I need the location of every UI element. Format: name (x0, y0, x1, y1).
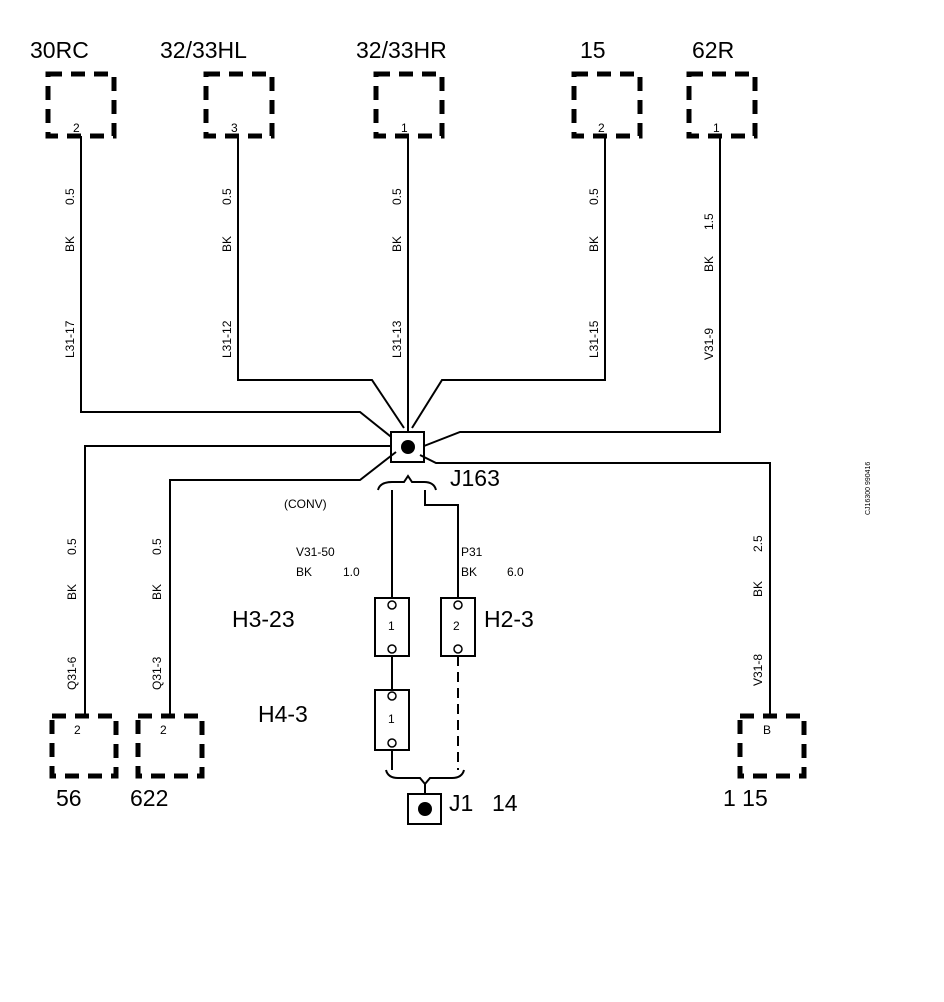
wire-size: 0.5 (150, 538, 164, 555)
connector-1-15: B 1 15 (723, 713, 807, 811)
wire-size: 1.5 (702, 213, 716, 230)
wire-color: BK (65, 584, 79, 600)
connector-label: 15 (580, 37, 606, 63)
drawing-code: CJ16300 990416 (865, 462, 872, 515)
connector-label: 1 15 (723, 785, 768, 811)
top-wire-labels: 0.5 BK L31-17 0.5 BK L31-12 0.5 BK L31-1… (63, 188, 716, 360)
wire-circuit: P31 (461, 545, 483, 559)
connector-62r: 62R 1 (686, 37, 758, 139)
wire-size: 1.0 (343, 565, 360, 579)
connector-label: 30RC (30, 37, 89, 63)
connector-622: 2 622 (130, 713, 205, 811)
wire-circuit: V31-9 (702, 328, 716, 360)
fuse-pin: 1 (388, 619, 395, 633)
wire-size: 6.0 (507, 565, 524, 579)
conv-label: (CONV) (284, 497, 327, 511)
wire-circuit: Q31-6 (65, 656, 79, 690)
wire-color: BK (751, 581, 765, 597)
connector-label: 62R (692, 37, 734, 63)
splice-label: J163 (450, 465, 500, 491)
connector-pin: B (763, 723, 771, 737)
fuse-h3-23: 1 H3-23 (232, 597, 410, 657)
fuse-label: H2-3 (484, 606, 534, 632)
splice-dot (401, 440, 415, 454)
wire-color: BK (220, 236, 234, 252)
splice-j163: J163 (390, 431, 500, 491)
wire-circuit: L31-17 (63, 320, 77, 358)
wire-color: BK (587, 236, 601, 252)
bottom-left-wires (84, 445, 397, 715)
wire-circuit: L31-15 (587, 320, 601, 358)
connector-56: 2 56 (49, 713, 119, 811)
connector-pin: 2 (74, 723, 81, 737)
wire-color: BK (461, 565, 477, 579)
fuse-label: H3-23 (232, 606, 295, 632)
wire-circuit: V31-8 (751, 654, 765, 686)
wire-size: 0.5 (220, 188, 234, 205)
fuse-label: H4-3 (258, 701, 308, 727)
connector-32-33hr: 32/33HR 1 (356, 37, 447, 139)
connector-pin: 2 (160, 723, 167, 737)
fuse-pin: 1 (388, 712, 395, 726)
connector-label: 32/33HL (160, 37, 247, 63)
wire-color: BK (390, 236, 404, 252)
wire-color: BK (702, 256, 716, 272)
ground-dot (418, 802, 432, 816)
wire-color: BK (150, 584, 164, 600)
fuse-pin: 2 (453, 619, 460, 633)
wire-color: BK (296, 565, 312, 579)
connector-32-33hl: 32/33HL 3 (160, 37, 275, 139)
wire-size: 0.5 (587, 188, 601, 205)
connector-label: 622 (130, 785, 168, 811)
connector-pin: 2 (598, 121, 605, 135)
bottom-left-wire-labels: 0.5 BK Q31-6 0.5 BK Q31-3 (65, 538, 164, 690)
bottom-right-wire: 2.5 BK V31-8 (419, 454, 771, 715)
connector-pin: 1 (713, 121, 720, 135)
wire-circuit: L31-12 (220, 320, 234, 358)
conv-branch: (CONV) V31-50 BK 1.0 P31 BK 6.0 (284, 474, 524, 598)
wire-circuit: Q31-3 (150, 656, 164, 690)
wire-color: BK (63, 236, 77, 252)
wire-size: 0.5 (65, 538, 79, 555)
wire-size: 0.5 (63, 188, 77, 205)
wire-circuit: L31-13 (390, 320, 404, 358)
ground-label: J1 (449, 790, 473, 816)
connector-pin: 1 (401, 121, 408, 135)
fuse-h4-3: 1 H4-3 (258, 689, 410, 751)
wire-circuit: V31-50 (296, 545, 335, 559)
wire-size: 0.5 (390, 188, 404, 205)
connector-label: 32/33HR (356, 37, 447, 63)
connector-30rc: 30RC 2 (30, 37, 117, 139)
connector-pin: 2 (73, 121, 80, 135)
fuse-h2-3: 2 H2-3 (440, 597, 534, 657)
top-wires (80, 136, 721, 447)
connector-15: 15 2 (571, 37, 643, 139)
wire-size: 2.5 (751, 535, 765, 552)
connector-label: 56 (56, 785, 82, 811)
ground-number: 14 (492, 790, 518, 816)
connector-pin: 3 (231, 121, 238, 135)
ground-j1: J1 14 (407, 790, 518, 825)
